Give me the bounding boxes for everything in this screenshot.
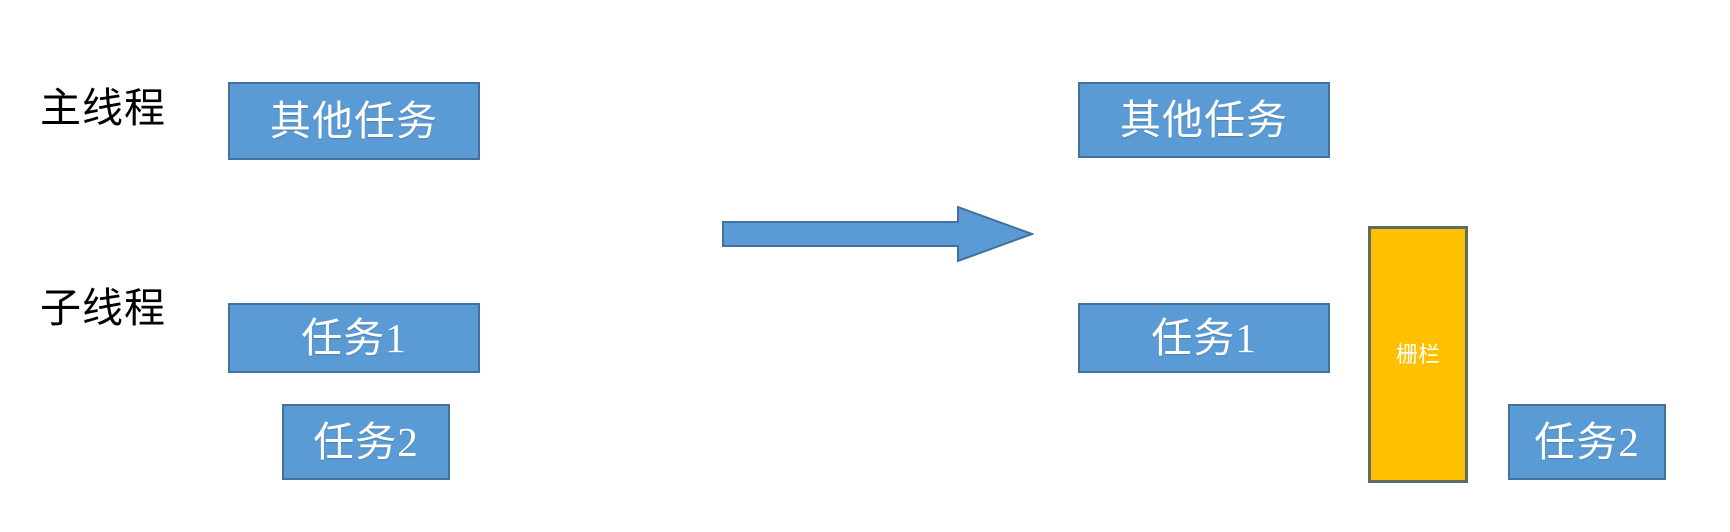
right-main-thread-other-task-box[interactable]: 其他任务 [1078,82,1330,158]
right-sub-thread-task1-box[interactable]: 任务1 [1078,303,1330,373]
arrow-right-block-shape [722,205,1034,263]
arrow-right-block-icon [722,205,1034,263]
arrow-polygon [722,205,1034,263]
row-label-main-thread: 主线程 [40,85,166,131]
row-label-sub-thread: 子线程 [40,285,166,331]
left-main-thread-other-task-box[interactable]: 其他任务 [228,82,480,160]
right-sub-thread-task2-box[interactable]: 任务2 [1508,404,1666,480]
left-sub-thread-task2-box[interactable]: 任务2 [282,404,450,480]
right-barrier-box[interactable]: 栅栏 [1368,226,1468,483]
left-sub-thread-task1-box[interactable]: 任务1 [228,303,480,373]
